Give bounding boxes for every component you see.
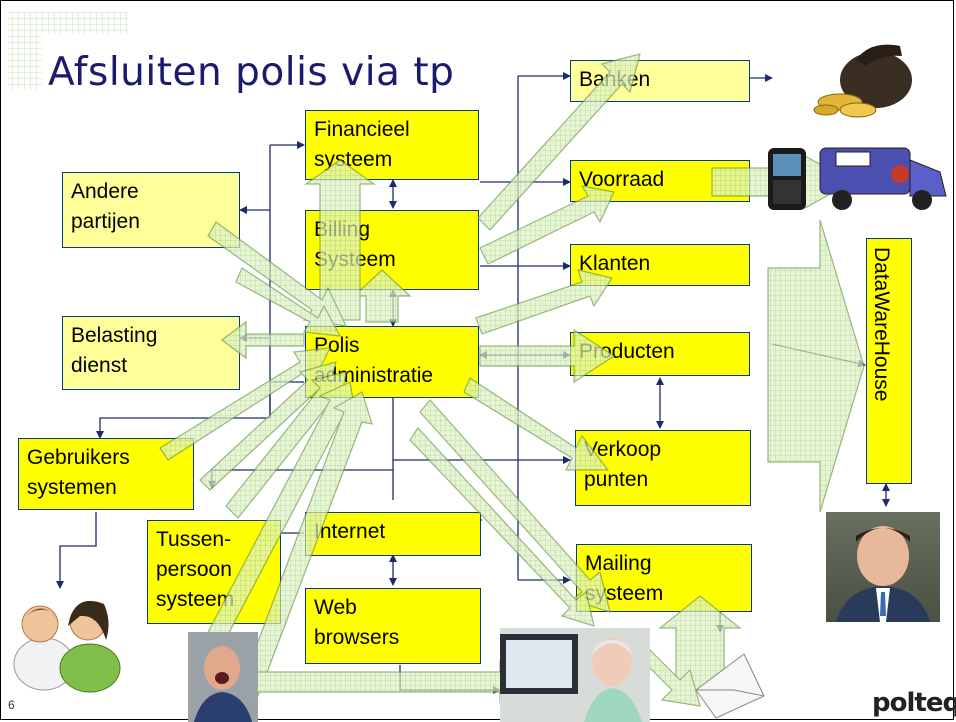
node-label: Tussen- <box>156 528 232 551</box>
node-label: punten <box>584 468 649 491</box>
node-label: Belasting <box>71 324 158 347</box>
connector-line <box>56 512 97 589</box>
flow-arrow <box>463 377 610 471</box>
grid-decoration <box>8 12 128 34</box>
money-bag-icon <box>813 44 912 118</box>
node-label: persoon <box>156 558 232 581</box>
node-label: Verkoop <box>584 438 662 461</box>
smartphone-icon <box>768 148 806 210</box>
flow-arrow <box>475 269 613 335</box>
node-label: systemen <box>27 476 117 499</box>
flow-arrow <box>477 53 641 231</box>
flow-arrow <box>159 347 332 461</box>
flow-arrow <box>304 159 376 321</box>
node-label: systeem <box>156 588 235 611</box>
node-web-browsers: Web browsers <box>305 588 481 664</box>
delivery-van-icon <box>819 147 947 210</box>
person-photo-tussenpersoon <box>188 632 258 722</box>
node-label: Web <box>314 596 357 619</box>
node-label: dienst <box>71 354 128 377</box>
flow-arrow <box>239 391 373 697</box>
person-silhouette-icon <box>194 646 252 722</box>
node-gebruikers-systemen: Gebruikers systemen <box>18 438 194 510</box>
page-number: 6 <box>8 698 15 712</box>
node-label: browsers <box>314 626 400 649</box>
flow-arrow <box>767 219 865 513</box>
flow-arrow <box>479 328 616 384</box>
laptop-user-icon <box>500 634 642 722</box>
people-icon <box>13 600 121 693</box>
flow-arrow <box>419 399 611 613</box>
person-photo-laptop <box>500 628 650 722</box>
node-datawarehouse: DataWareHouse <box>866 238 912 484</box>
flow-arrow <box>479 185 615 265</box>
node-internet: Internet <box>305 512 481 556</box>
grid-decoration <box>8 34 42 90</box>
company-logo: polteq <box>872 688 956 718</box>
flow-arrow <box>409 427 595 627</box>
node-verkoop-punten: Verkoop punten <box>575 430 751 506</box>
node-label: Mailing <box>585 552 652 575</box>
node-label: Andere <box>71 180 139 203</box>
person-silhouette-icon <box>836 526 930 622</box>
flow-arrow <box>235 267 342 337</box>
node-financieel-systeem: Financieel systeem <box>305 110 479 180</box>
node-label: Financieel <box>314 118 410 141</box>
node-label: Klanten <box>579 252 651 275</box>
flow-arrow <box>352 269 412 323</box>
person-photo-datawarehouse <box>826 512 940 622</box>
node-label: partijen <box>71 210 140 233</box>
envelope-icon <box>695 653 765 719</box>
node-label: Voorraad <box>579 168 665 191</box>
node-label: Gebruikers <box>27 446 130 469</box>
flow-arrow <box>221 320 305 360</box>
slide-title: Afsluiten polis via tp <box>48 50 455 95</box>
node-label: Internet <box>314 520 386 543</box>
node-belasting-dienst: Belasting dienst <box>62 316 240 390</box>
